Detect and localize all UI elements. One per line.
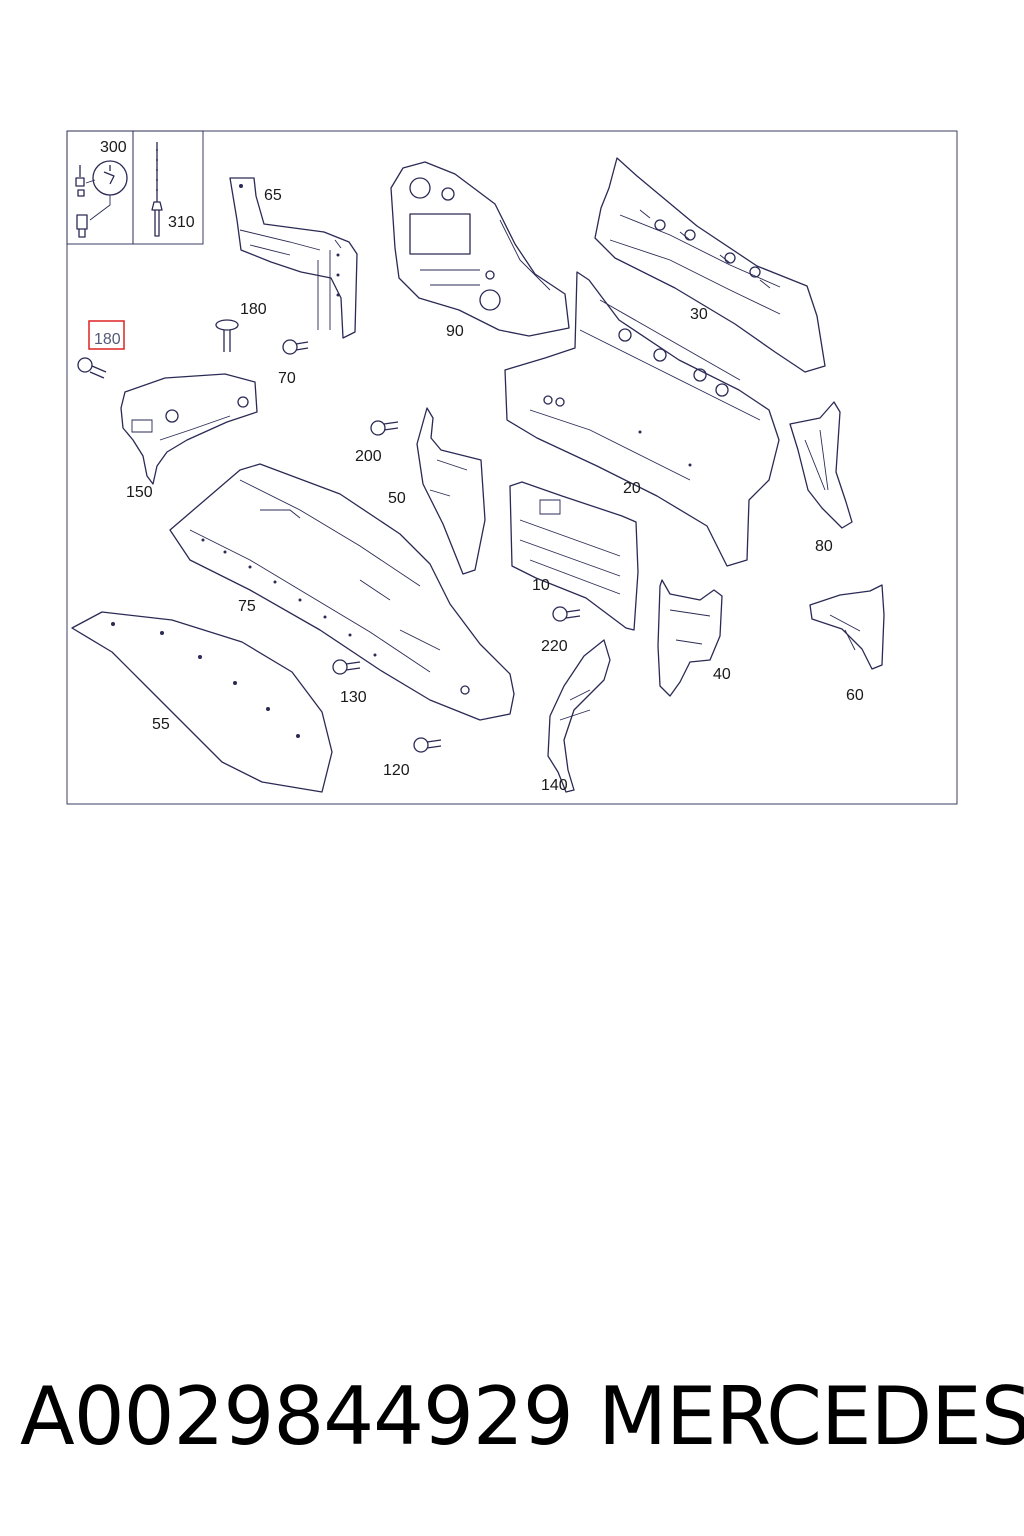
callout-20: 20 [623,480,641,497]
callout-labels: 300 310 65 90 30 180 180 70 150 200 50 2… [94,139,864,794]
rivet-part-310 [151,142,163,237]
cowl-part-30 [594,157,826,373]
callout-150: 150 [126,484,153,501]
callout-60: 60 [846,687,864,704]
bolt-part-70 [282,339,309,355]
bracket-part-140 [547,639,611,793]
panel-part-55 [71,611,333,793]
brand-name: MERCEDES [598,1370,1024,1463]
callout-200: 200 [355,448,382,465]
bracket-part-65 [229,177,358,339]
callout-310: 310 [168,214,195,231]
callout-70: 70 [278,370,296,387]
callout-75: 75 [238,598,256,615]
callout-140: 140 [541,777,568,794]
part-number: A0029844929 [20,1370,574,1463]
panel-part-90 [390,161,570,337]
callout-90: 90 [446,323,464,340]
cowl-part-20 [504,271,780,567]
parts-diagram: 300 310 65 90 30 180 180 70 150 200 50 2… [66,130,958,805]
tray-part-75 [169,463,515,721]
clip-part-300 [75,160,128,238]
callout-180-highlighted: 180 [94,331,121,348]
bracket-part-150 [120,373,258,485]
callout-120: 120 [383,762,410,779]
bolt-part-220 [552,606,581,622]
highlight-box-180 [88,320,125,350]
diagram-frame [66,130,958,805]
inset-box [66,130,204,245]
callout-50: 50 [388,490,406,507]
bolt-part-130 [332,659,361,675]
bolt-part-180-left [77,357,107,379]
bracket-part-60 [809,584,885,670]
callout-55: 55 [152,716,170,733]
footer-caption: A0029844929 MERCEDES [20,1370,1024,1470]
bracket-part-50 [416,407,486,575]
callout-130: 130 [340,689,367,706]
callout-65: 65 [264,187,282,204]
callout-180: 180 [240,301,267,318]
callout-30: 30 [690,306,708,323]
panel-part-10 [509,481,639,631]
bolt-part-120 [413,737,442,753]
bracket-part-40 [657,579,723,697]
callout-220: 220 [541,638,568,655]
callout-80: 80 [815,538,833,555]
bolt-part-180 [215,319,239,352]
bracket-part-80 [789,401,853,529]
callout-300: 300 [100,139,127,156]
callout-40: 40 [713,666,731,683]
callout-10: 10 [532,577,550,594]
bolt-part-200 [370,420,399,436]
